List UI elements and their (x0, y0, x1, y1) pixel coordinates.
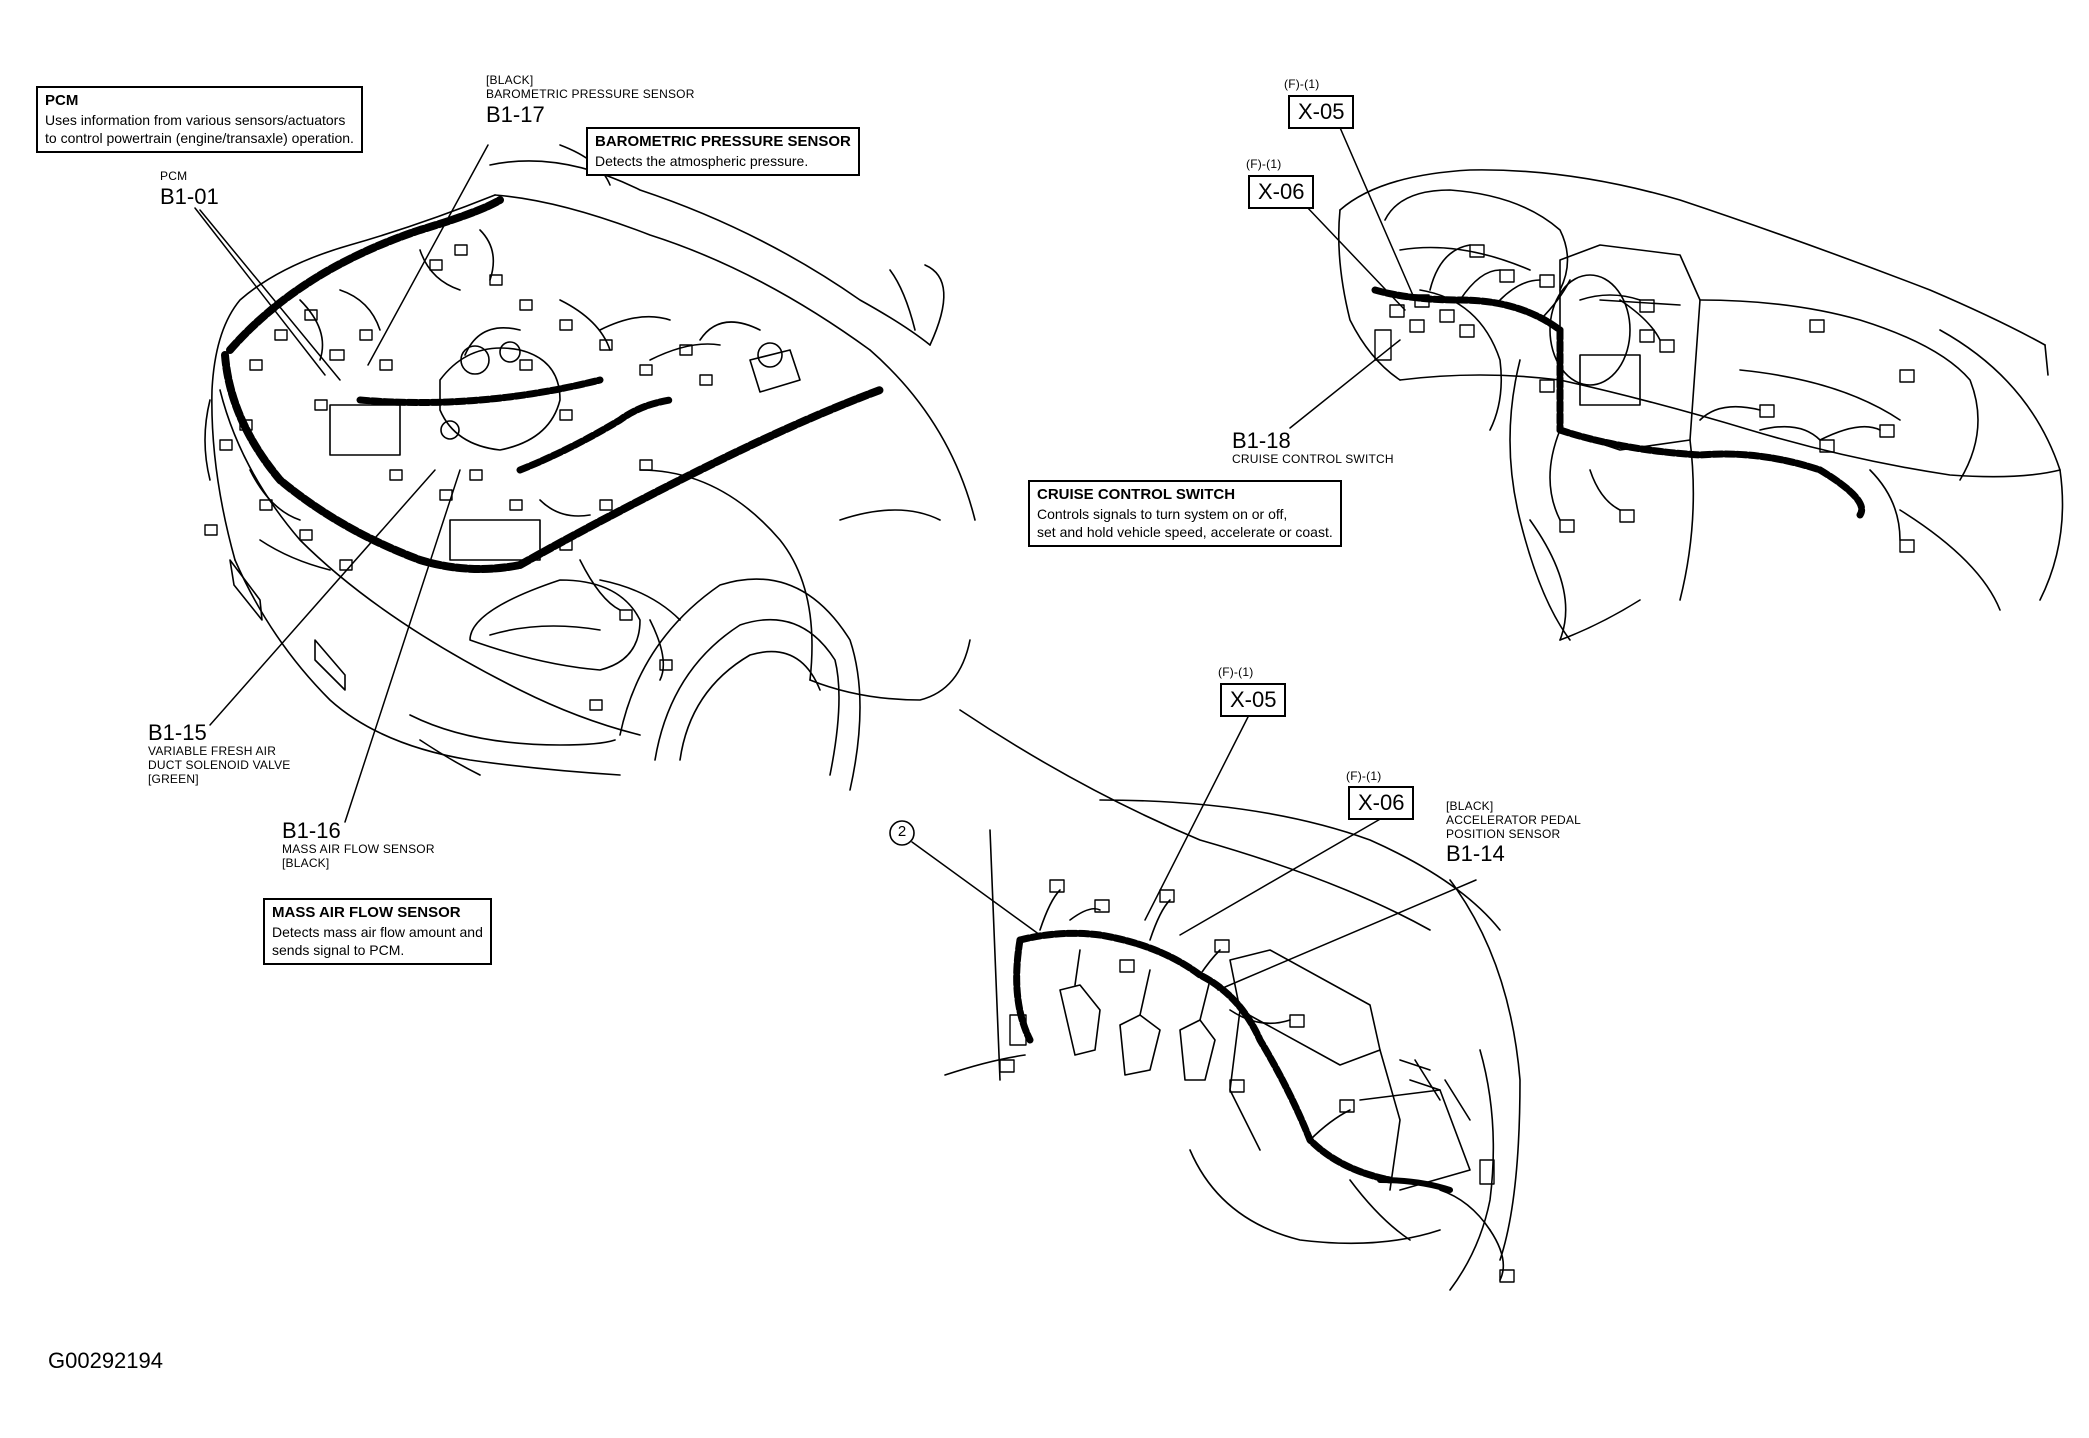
connector-box-x-06-bottom: X-06 (1348, 786, 1415, 820)
connector-box-x-06-top: X-06 (1248, 175, 1315, 209)
pcm-info-box: PCM Uses information from various sensor… (36, 86, 363, 153)
connector-code: B1-15 (148, 720, 207, 745)
maf-info-box: MASS AIR FLOW SENSOR Detects mass air fl… (263, 898, 492, 965)
connector-note: VARIABLE FRESH AIR (148, 744, 277, 759)
connector-note: (F)-(1) (1246, 157, 1282, 171)
connector-note: [BLACK] (282, 856, 330, 871)
connector-label-b1-15: B1-15 VARIABLE FRESH AIR DUCT SOLENOID V… (148, 720, 291, 787)
connector-code: B1-16 (282, 818, 341, 843)
callout-number: 2 (897, 823, 907, 840)
engine-bay-view (204, 144, 976, 791)
cruise-info-box: CRUISE CONTROL SWITCH Controls signals t… (1028, 480, 1342, 547)
barometric-info-heading: BAROMETRIC PRESSURE SENSOR (595, 133, 851, 150)
connector-code: B1-18 (1232, 428, 1291, 453)
connector-label-b1-18: B1-18 CRUISE CONTROL SWITCH (1232, 428, 1394, 467)
connector-note: MASS AIR FLOW SENSOR (282, 842, 435, 857)
connector-label-b1-14: [BLACK] ACCELERATOR PEDAL POSITION SENSO… (1446, 799, 1581, 867)
connector-note: BAROMETRIC PRESSURE SENSOR (486, 86, 695, 101)
connector-note: [GREEN] (148, 771, 199, 786)
cruise-info-line-2: set and hold vehicle speed, accelerate o… (1037, 523, 1333, 540)
barometric-info-box: BAROMETRIC PRESSURE SENSOR Detects the a… (586, 127, 860, 176)
connector-note: [BLACK] (486, 73, 534, 87)
maf-info-heading: MASS AIR FLOW SENSOR (272, 904, 461, 921)
cruise-info-heading: CRUISE CONTROL SWITCH (1037, 486, 1236, 503)
connector-note: (F)-(1) (1218, 665, 1254, 679)
pedal-area-view (944, 709, 1521, 1291)
pcm-info-line-1: Uses information from various sensors/ac… (45, 111, 346, 128)
connector-label-b1-01: PCM B1-01 (160, 169, 219, 209)
connector-label-b1-16: B1-16 MASS AIR FLOW SENSOR [BLACK] (282, 818, 435, 871)
connector-box-x-05-top: X-05 (1288, 95, 1355, 129)
callout-circle (889, 820, 915, 846)
connector-note: CRUISE CONTROL SWITCH (1232, 452, 1394, 467)
connector-note: DUCT SOLENOID VALVE (148, 758, 291, 773)
leader-lines (194, 122, 1477, 991)
connector-note: (F)-(1) (1346, 769, 1382, 783)
connector-label-b1-17: [BLACK] BAROMETRIC PRESSURE SENSOR B1-17 (486, 73, 695, 127)
connector-note: [BLACK] (1446, 799, 1494, 813)
figure-id: G00292194 (48, 1348, 163, 1373)
connector-note: (F)-(1) (1284, 77, 1320, 91)
maf-info-line-2: sends signal to PCM. (272, 941, 405, 958)
barometric-info-line-1: Detects the atmospheric pressure. (595, 152, 809, 169)
cruise-info-line-1: Controls signals to turn system on or of… (1037, 505, 1288, 522)
pcm-info-heading: PCM (45, 92, 79, 109)
connector-note: PCM (160, 169, 188, 183)
pcm-info-line-2: to control powertrain (engine/transaxle)… (45, 129, 354, 146)
dashboard-view (1337, 169, 2064, 641)
connector-note: ACCELERATOR PEDAL (1446, 812, 1581, 827)
connector-box-x-05-bottom: X-05 (1220, 683, 1287, 717)
connector-code: B1-17 (486, 101, 545, 127)
connector-note: POSITION SENSOR (1446, 826, 1561, 841)
connector-code: B1-14 (1446, 841, 1505, 867)
connector-code: B1-01 (160, 183, 219, 209)
maf-info-line-1: Detects mass air flow amount and (272, 923, 483, 940)
